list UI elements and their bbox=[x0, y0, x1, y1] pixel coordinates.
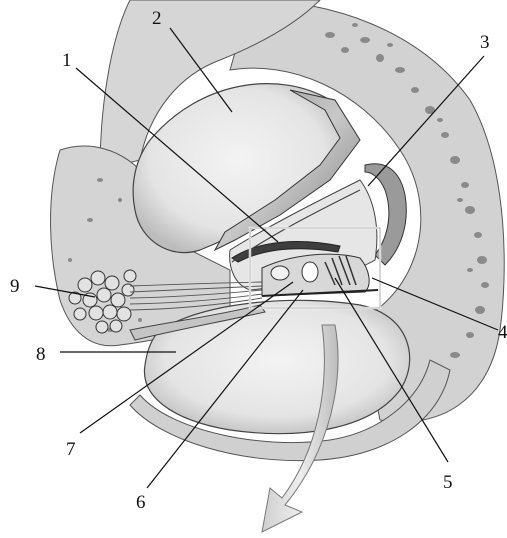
tunnel-of-corti bbox=[302, 262, 318, 282]
label-6: 6 bbox=[136, 492, 146, 513]
label-9: 9 bbox=[10, 276, 20, 297]
label-5: 5 bbox=[443, 472, 453, 493]
label-4: 4 bbox=[498, 322, 507, 343]
label-2: 2 bbox=[152, 8, 162, 29]
label-3: 3 bbox=[480, 32, 490, 53]
inner-hair-cell bbox=[271, 266, 289, 280]
label-7: 7 bbox=[66, 439, 76, 460]
label-8: 8 bbox=[36, 344, 46, 365]
label-1: 1 bbox=[62, 50, 72, 71]
